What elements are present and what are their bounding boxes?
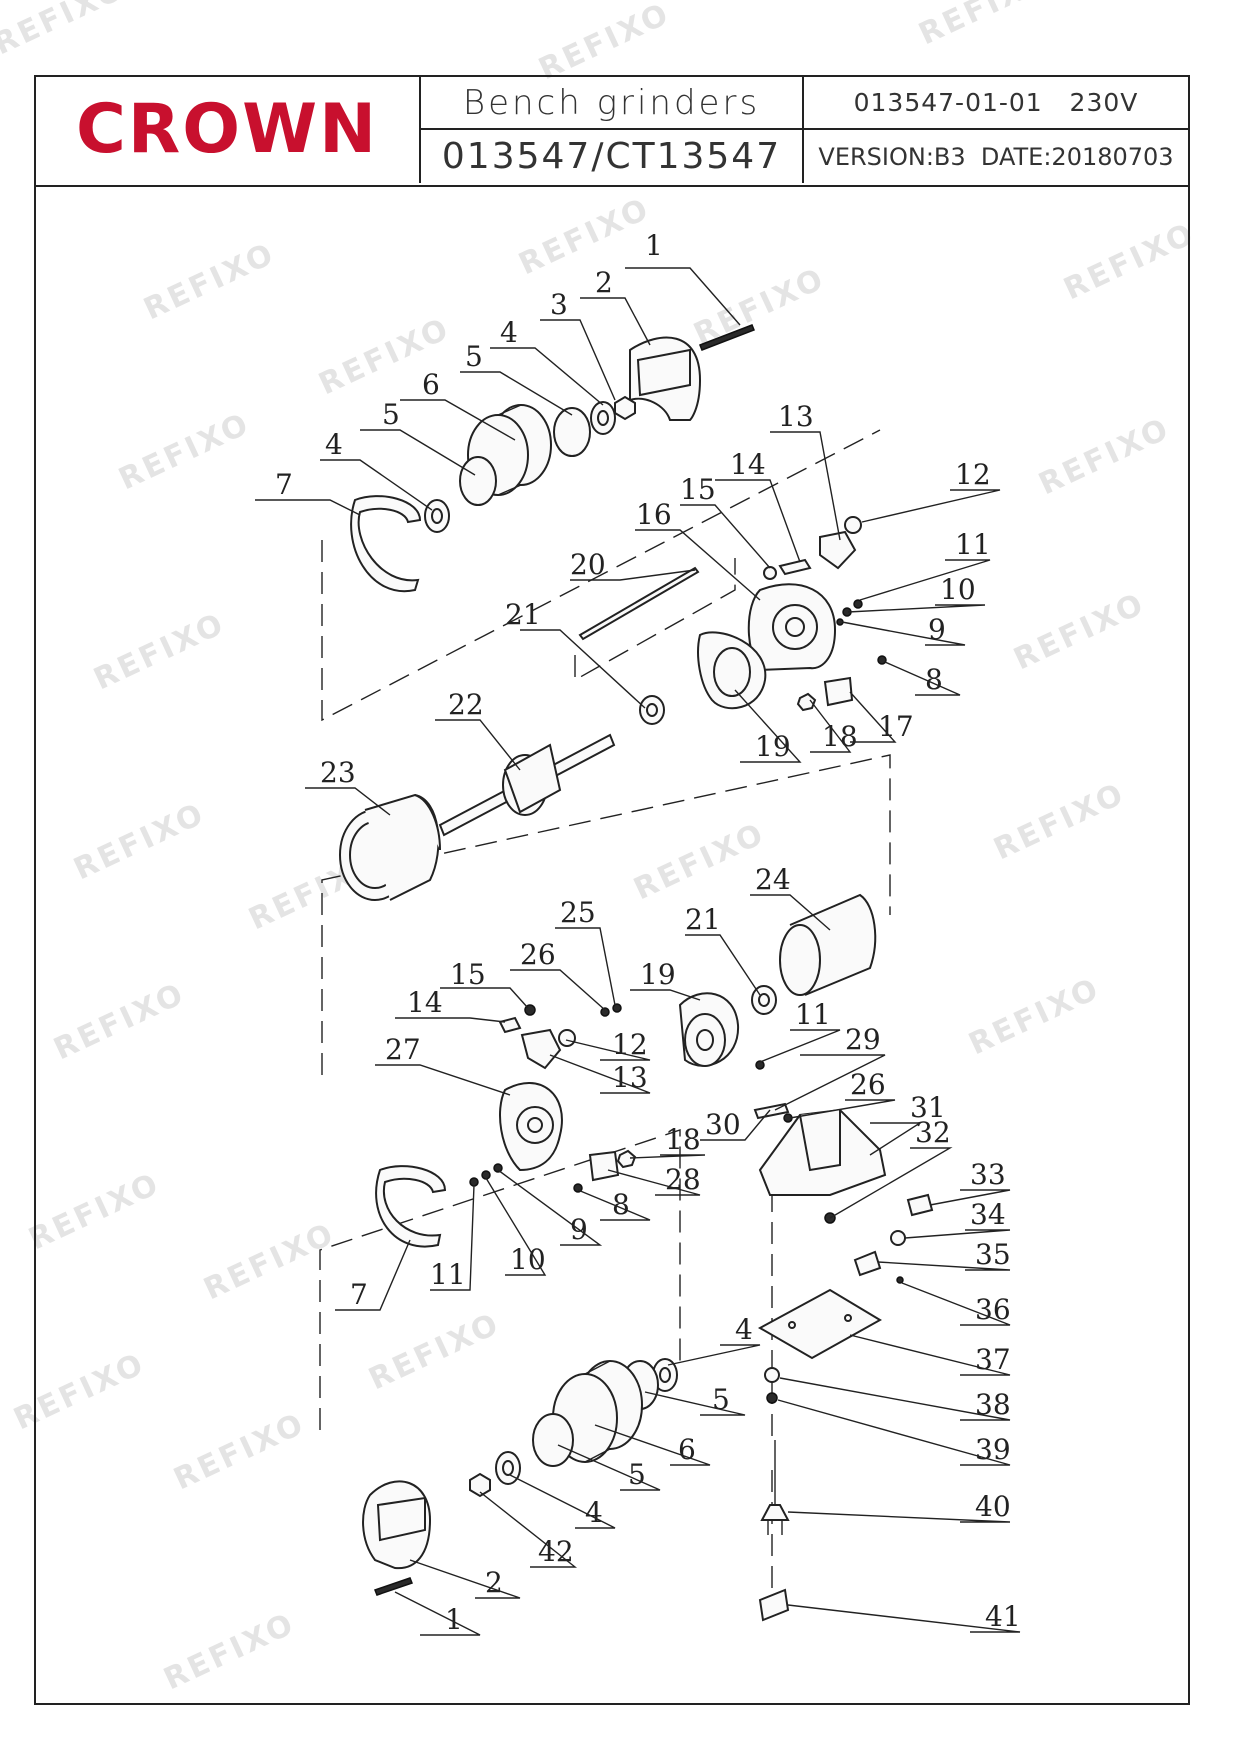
part-label: 7 [350,1278,368,1311]
part-label: 15 [450,958,486,991]
drawing-sheet: CROWN Bench grinders 013547/CT13547 0135… [34,75,1190,1705]
part-label: 32 [915,1116,951,1149]
part-number-labels: 1 2 3 4 5 6 5 4 7 13 14 15 16 12 11 10 9… [275,229,1021,1636]
part-label: 35 [975,1238,1011,1271]
part-label: 8 [612,1188,630,1221]
part-label: 5 [628,1458,646,1491]
part-label: 37 [975,1343,1011,1376]
part-label: 42 [538,1535,574,1568]
part-label: 19 [755,730,791,763]
part-label: 9 [570,1213,588,1246]
part-label: 21 [505,598,541,631]
part-label: 18 [665,1123,701,1156]
part-label: 22 [448,688,484,721]
brand-name: CROWN [76,90,378,169]
part-label: 18 [822,720,858,753]
part-label: 26 [850,1068,886,1101]
part-label: 12 [955,458,991,491]
part-label: 10 [940,573,976,606]
model-cell: 013547/CT13547 [421,130,804,183]
part-label: 28 [665,1163,701,1196]
part-label: 4 [500,316,518,349]
part-label: 30 [705,1108,741,1141]
product-name: Bench grinders [462,82,761,123]
part-label: 14 [730,448,766,481]
part-label: 41 [985,1600,1021,1633]
part-label: 9 [928,613,946,646]
part-label: 1 [645,229,663,262]
part-label: 4 [735,1313,753,1346]
part-label: 27 [385,1033,421,1066]
part-label: 12 [612,1028,648,1061]
part-label: 10 [510,1243,546,1276]
part-label: 1 [445,1603,463,1636]
part-label: 8 [925,663,943,696]
assembly-dash-lines [319,429,891,1605]
part-label: 13 [612,1061,648,1094]
part-label: 20 [570,548,606,581]
part-label: 5 [465,340,483,373]
part-label: 16 [636,498,672,531]
part-label: 6 [422,368,440,401]
part-label: 4 [325,428,343,461]
part-label: 19 [640,958,676,991]
part-label: 26 [520,938,556,971]
part-label: 33 [970,1158,1006,1191]
part-label: 14 [407,986,443,1019]
part-label: 31 [910,1091,946,1124]
part-label: 11 [795,998,831,1031]
part-label: 13 [778,400,814,433]
part-label: 25 [560,896,596,929]
part-label: 36 [975,1293,1011,1326]
part-label: 2 [485,1566,503,1599]
drawing-code-cell: 013547-01-01 230V [804,77,1188,130]
part-label: 5 [712,1383,730,1416]
part-label: 39 [975,1433,1011,1466]
watermark: REFIXO [0,0,131,62]
part-label: 38 [975,1388,1011,1421]
version-date-cell: VERSION:B3 DATE:20180703 [804,130,1188,183]
drawing-code: 013547-01-01 230V [853,88,1139,117]
part-label: 7 [275,468,293,501]
watermark: REFIXO [914,0,1056,52]
lower-assembly [362,893,934,1622]
part-label: 34 [970,1198,1006,1231]
part-label: 40 [975,1490,1011,1523]
part-label: 5 [382,398,400,431]
product-name-cell: Bench grinders [421,77,804,130]
part-label: 2 [595,266,613,299]
part-label: 11 [430,1258,466,1291]
brand-logo: CROWN [66,90,388,169]
title-block: CROWN Bench grinders 013547/CT13547 0135… [36,77,1188,187]
leader-lines [255,267,1021,1636]
part-label: 29 [845,1023,881,1056]
part-label: 4 [585,1496,603,1529]
part-label: 3 [550,288,568,321]
part-label: 11 [955,528,991,561]
part-label: 17 [878,710,914,743]
part-label: 6 [678,1433,696,1466]
version-date: VERSION:B3 DATE:20180703 [818,142,1174,171]
part-label: 21 [685,903,721,936]
part-label: 24 [755,863,791,896]
logo-cell: CROWN [36,77,421,183]
part-label: 15 [680,473,716,506]
part-label: 23 [320,756,356,789]
model-number: 013547/CT13547 [441,136,782,177]
